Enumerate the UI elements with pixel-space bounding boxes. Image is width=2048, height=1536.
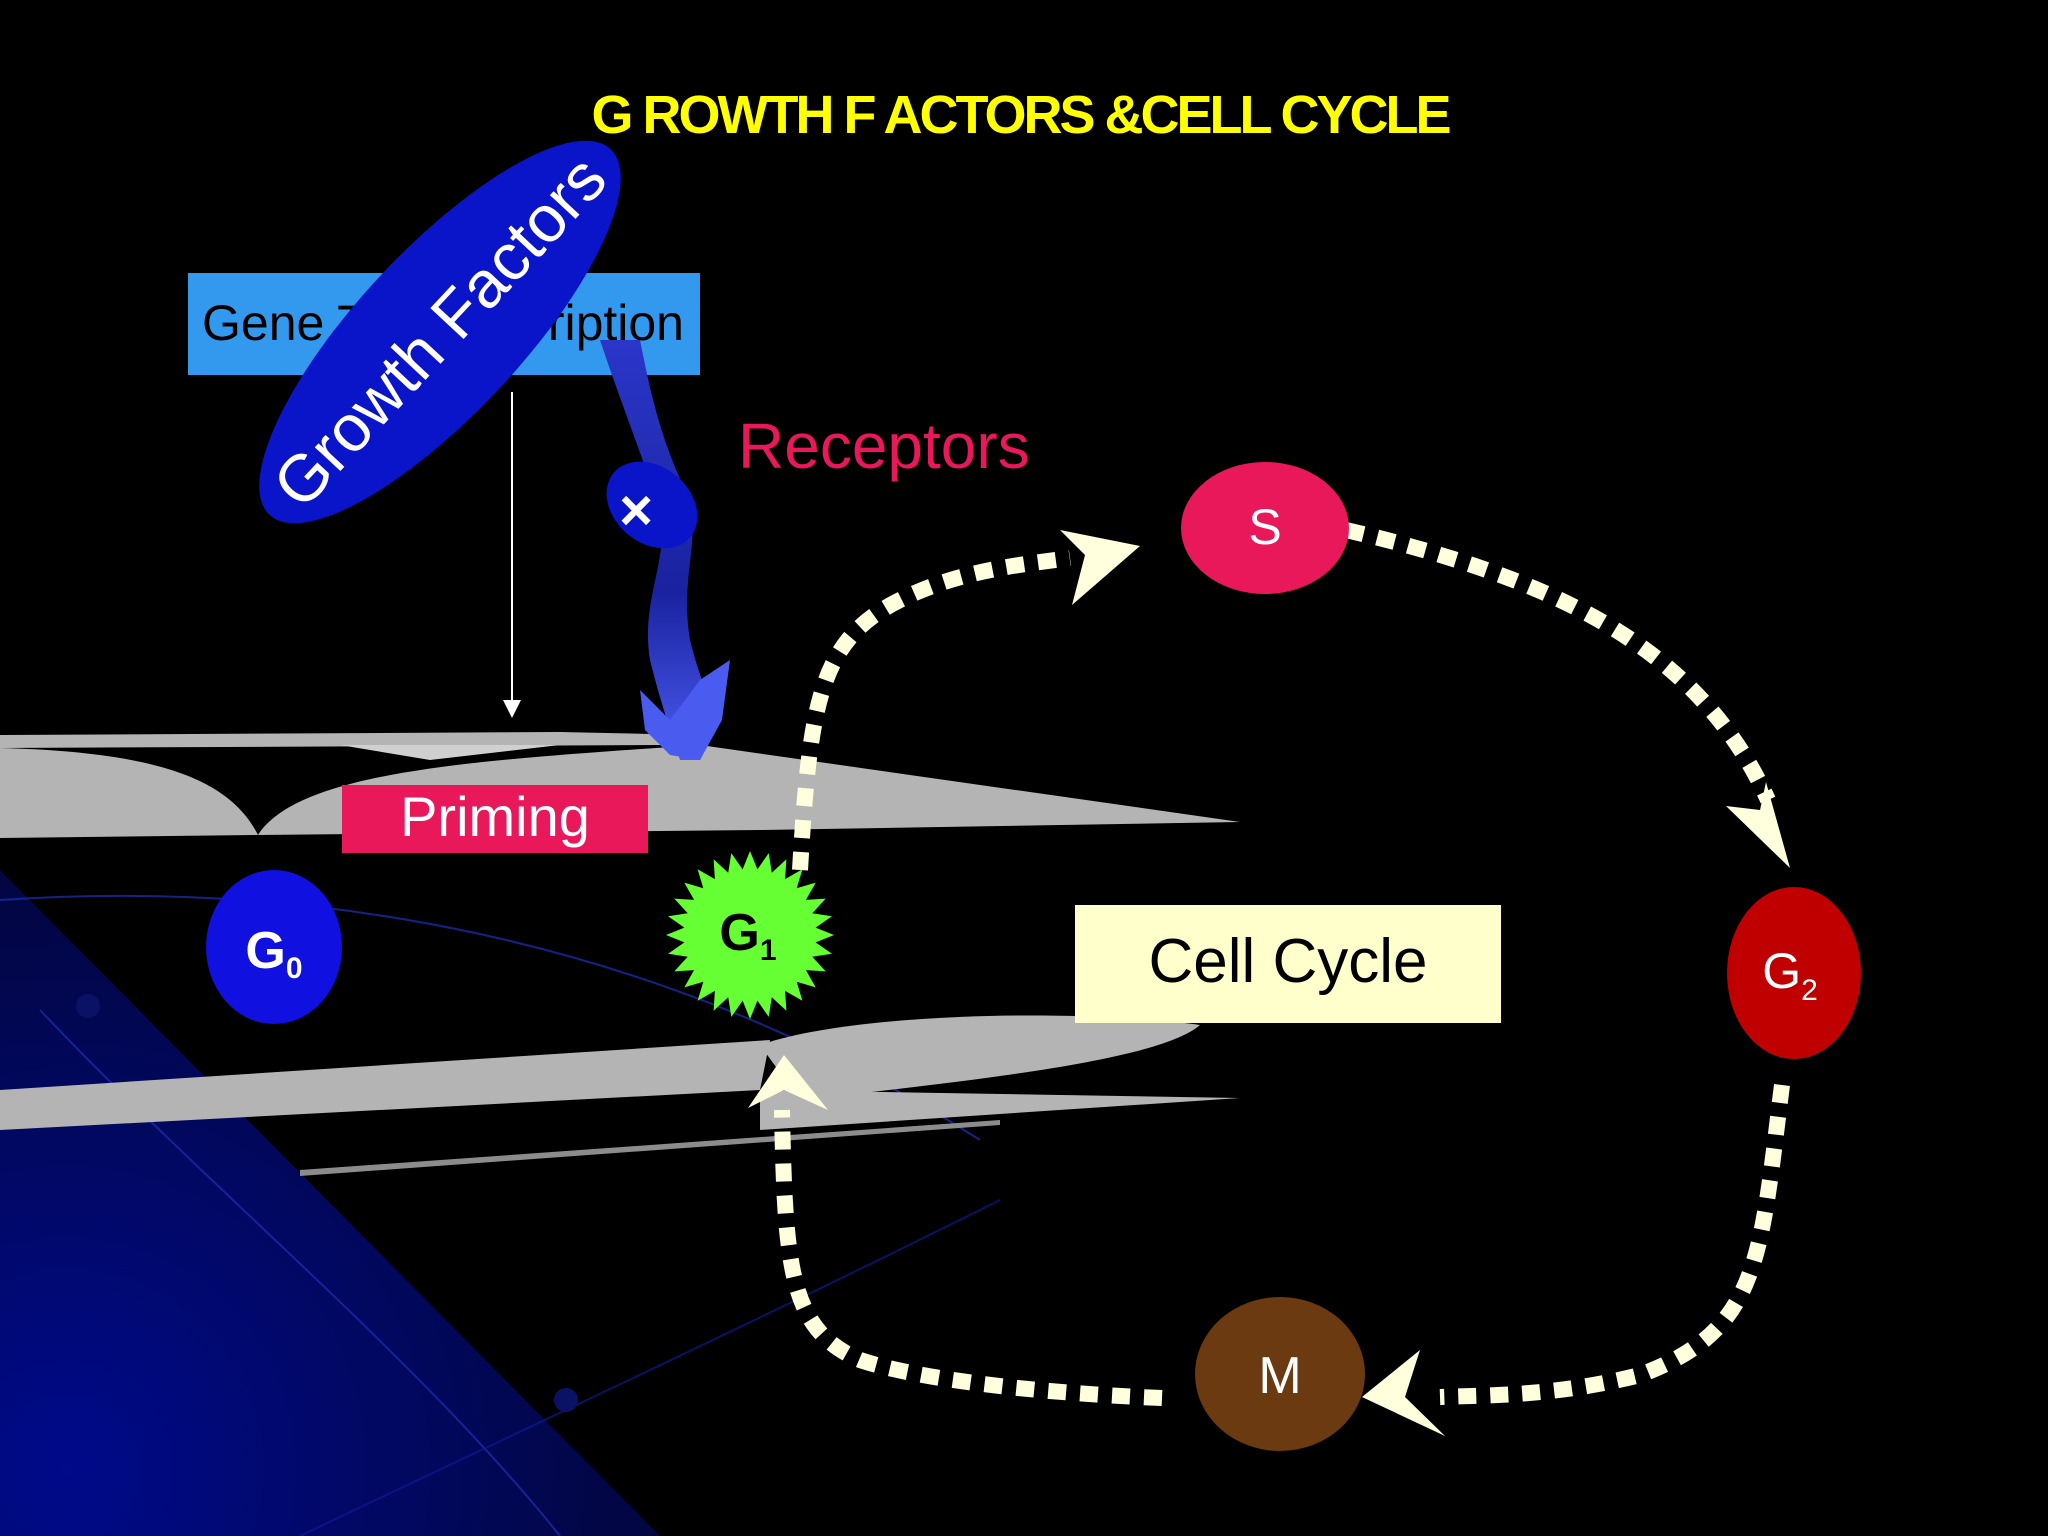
receptors-label: Receptors: [738, 410, 1030, 482]
phase-g0: G0: [206, 870, 342, 1024]
cell-cycle-label: Cell Cycle: [1148, 927, 1427, 996]
phase-g1-subscript: 1: [760, 934, 777, 967]
transcription-arrow: [503, 392, 521, 718]
svg-text:G2: G2: [1762, 943, 1818, 1007]
arrowhead-to-m: [1362, 1350, 1445, 1436]
receptor-protein-icon: [600, 340, 730, 760]
cell-cycle-box: [1075, 905, 1501, 1023]
phase-m: M: [1195, 1297, 1365, 1451]
phase-m-letter: M: [1258, 1347, 1301, 1405]
arrowhead-to-g1: [748, 1055, 828, 1110]
priming-label: Priming: [400, 785, 590, 848]
phase-g2: G2: [1727, 887, 1861, 1059]
phase-g0-letter: G: [245, 922, 285, 980]
arrow-s-to-g2: [1344, 522, 1776, 804]
priming-box: [342, 785, 648, 853]
arrowhead-to-g2: [1726, 782, 1790, 868]
cross-icon: ×: [619, 478, 653, 543]
phase-g2-subscript: 2: [1801, 974, 1818, 1007]
phase-s-letter: S: [1248, 499, 1281, 555]
arrow-m-to-g1: [774, 1109, 1163, 1406]
arrowhead-to-s: [1060, 530, 1140, 605]
slide-title: G ROWTH F ACTORS &CELL CYCLE: [592, 85, 1450, 145]
phase-s: S: [1181, 462, 1349, 594]
arrow-g2-to-m: [1439, 1084, 1790, 1405]
phase-g2-letter: G: [1762, 943, 1801, 999]
cell-membrane-bottom: [0, 1015, 1240, 1176]
arrow-g1-to-s: [792, 550, 1072, 871]
svg-text:G0: G0: [245, 922, 302, 985]
phase-g1-letter: G: [719, 904, 759, 962]
svg-text:G1: G1: [719, 904, 776, 967]
cycle-arrows: [774, 522, 1790, 1406]
phase-g0-subscript: 0: [286, 952, 303, 985]
cycle-arrowheads: [748, 530, 1790, 1436]
phase-g1: G1: [666, 851, 834, 1019]
